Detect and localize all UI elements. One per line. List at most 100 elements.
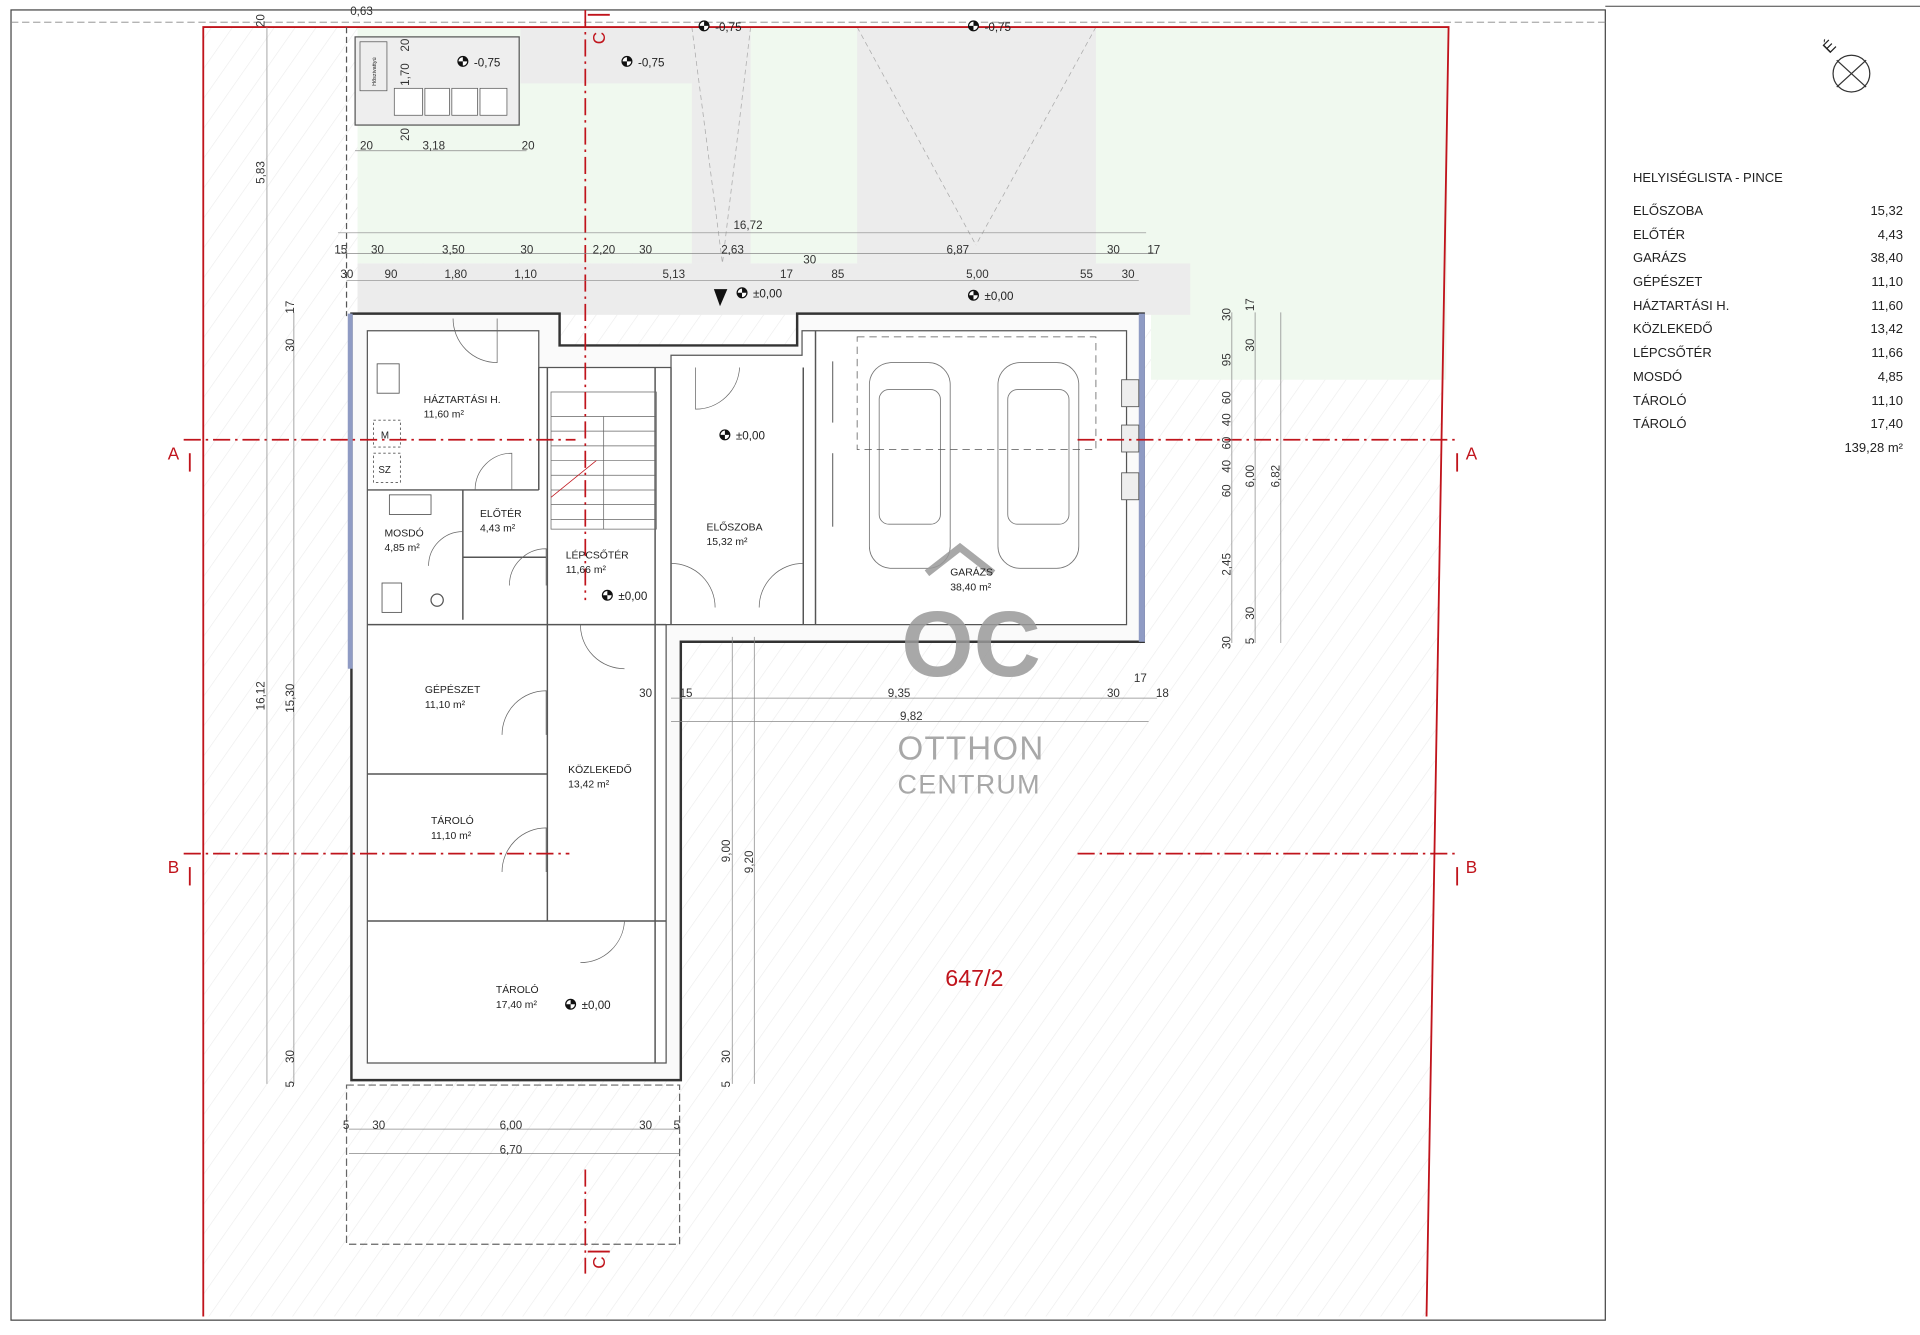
room-list-area: 11,10 xyxy=(1871,274,1903,290)
room-name: ELŐSZOBA xyxy=(707,519,763,533)
dimension-label: 5 xyxy=(720,1081,733,1087)
room-area: 15,32 m² xyxy=(707,537,749,548)
room-area: 13,42 m² xyxy=(568,780,610,791)
room-list-total: 139,28 m² xyxy=(1844,439,1903,455)
dimension-label: 15 xyxy=(334,244,347,257)
room-list-area: 11,10 xyxy=(1871,392,1903,408)
dimension-label: 17 xyxy=(1134,672,1147,685)
room-name: TÁROLÓ xyxy=(496,983,539,996)
svg-text:OTTHON: OTTHON xyxy=(898,730,1045,767)
level-value: -0,75 xyxy=(984,21,1011,34)
dimension-label: 5 xyxy=(1244,638,1257,644)
dimension-label: 9,20 xyxy=(743,850,756,873)
dimension-label: 17 xyxy=(780,268,793,281)
level-marker-icon xyxy=(967,20,979,32)
dimension-label: 6,70 xyxy=(500,1144,523,1157)
section-marker-c-top: C xyxy=(589,32,609,44)
level-value: -0,75 xyxy=(638,56,665,69)
level-marker-icon xyxy=(565,998,577,1010)
room-name: ELŐTÉR xyxy=(480,506,522,520)
dimension-label: 30 xyxy=(340,268,353,281)
dimension-label: 30 xyxy=(1107,687,1120,700)
dimension-label: 6,82 xyxy=(1270,465,1283,488)
dimension-label: 9,00 xyxy=(720,839,733,862)
room-list-name: GARÁZS xyxy=(1633,250,1687,266)
section-marker-a-right: A xyxy=(1466,443,1478,463)
level-marker-icon xyxy=(601,589,613,601)
room-area: 11,10 m² xyxy=(431,831,472,842)
dimension-label: 30 xyxy=(720,1050,733,1063)
dimension-label: 1,70 xyxy=(399,63,412,86)
room-list-name: LÉPCSŐTÉR xyxy=(1633,345,1712,361)
dimension-label: 5 xyxy=(673,1119,679,1132)
dimension-label: 2,63 xyxy=(721,244,744,257)
room-name: MOSDÓ xyxy=(384,526,423,539)
room-list-row: LÉPCSŐTÉR 11,66 xyxy=(1633,345,1903,369)
level-marker-icon xyxy=(621,55,633,67)
room-name: GÉPÉSZET xyxy=(425,683,481,696)
room-list-area: 15,32 xyxy=(1870,203,1903,218)
room-name: HÁZTARTÁSI H. xyxy=(424,393,501,406)
dimension-label: 20 xyxy=(399,128,412,141)
dimension-label: 30 xyxy=(1107,244,1120,257)
room-list-name: ELŐTÉR xyxy=(1633,226,1686,242)
dimension-label: 90 xyxy=(384,268,397,281)
level-markers: -0,75-0,75-0,75-0,75±0,00±0,00±0,00±0,00… xyxy=(457,20,1014,1012)
dimension-label: 30 xyxy=(803,253,816,266)
dimension-label: 16,72 xyxy=(733,219,762,232)
level-value: ±0,00 xyxy=(618,590,648,603)
room-list-area: 11,66 xyxy=(1871,345,1903,361)
room-list-row: TÁROLÓ 17,40 xyxy=(1633,416,1903,440)
dimension-label: 60 xyxy=(1221,391,1234,404)
dimension-label: 20 xyxy=(399,38,412,51)
dimension-label: 30 xyxy=(284,338,297,351)
dimension-label: 5,00 xyxy=(966,268,989,281)
dimension-label: 30 xyxy=(1221,308,1234,321)
level-value: ±0,00 xyxy=(736,430,766,443)
garage-door-outline xyxy=(856,336,1097,450)
room-list-name: HÁZTARTÁSI H. xyxy=(1633,297,1730,313)
room-list-name: KÖZLEKEDŐ xyxy=(1633,321,1713,337)
room-list-row: GARÁZS 38,40 xyxy=(1633,250,1903,274)
dimension-label: 20 xyxy=(522,140,535,153)
dimension-label: 5,13 xyxy=(662,268,685,281)
room-area: 17,40 m² xyxy=(496,1000,538,1011)
dimension-label: 17 xyxy=(284,301,297,314)
room-list-name: TÁROLÓ xyxy=(1633,416,1687,432)
dimension-label: 85 xyxy=(831,268,844,281)
future-extension-outline xyxy=(345,1084,681,1245)
dimension-label: 9,35 xyxy=(888,687,911,700)
level-value: -0,75 xyxy=(715,21,742,34)
room-list-area: 38,40 xyxy=(1870,250,1903,266)
dimension-label: 9,82 xyxy=(900,710,923,723)
dimension-label: 3,18 xyxy=(422,140,445,153)
drawing-frame xyxy=(10,9,1606,1321)
dimension-label: 6,00 xyxy=(500,1119,523,1132)
room-list-area: 17,40 xyxy=(1870,416,1903,432)
lot-boundary xyxy=(202,26,1450,1317)
level-marker-icon xyxy=(736,287,748,299)
washing-machine-label: M xyxy=(381,431,389,442)
level-marker-icon xyxy=(967,289,979,301)
dimension-label: 20 xyxy=(254,14,267,27)
section-marker-b-right: B xyxy=(1466,857,1477,877)
dimension-label: 30 xyxy=(639,687,652,700)
heat-pump-label: Hőszivattyú xyxy=(372,57,378,85)
dryer-label: SZ xyxy=(378,465,391,476)
staircase xyxy=(550,391,657,530)
svg-text:CENTRUM: CENTRUM xyxy=(898,770,1041,800)
room-area: 38,40 m² xyxy=(950,582,992,593)
dimension-label: 2,20 xyxy=(593,244,616,257)
dimension-label: 30 xyxy=(372,1119,385,1132)
dimension-label: 5,83 xyxy=(254,161,267,184)
dimension-label: 30 xyxy=(639,244,652,257)
north-arrow-icon: É xyxy=(1819,36,1871,93)
level-value: -0,75 xyxy=(474,56,500,69)
